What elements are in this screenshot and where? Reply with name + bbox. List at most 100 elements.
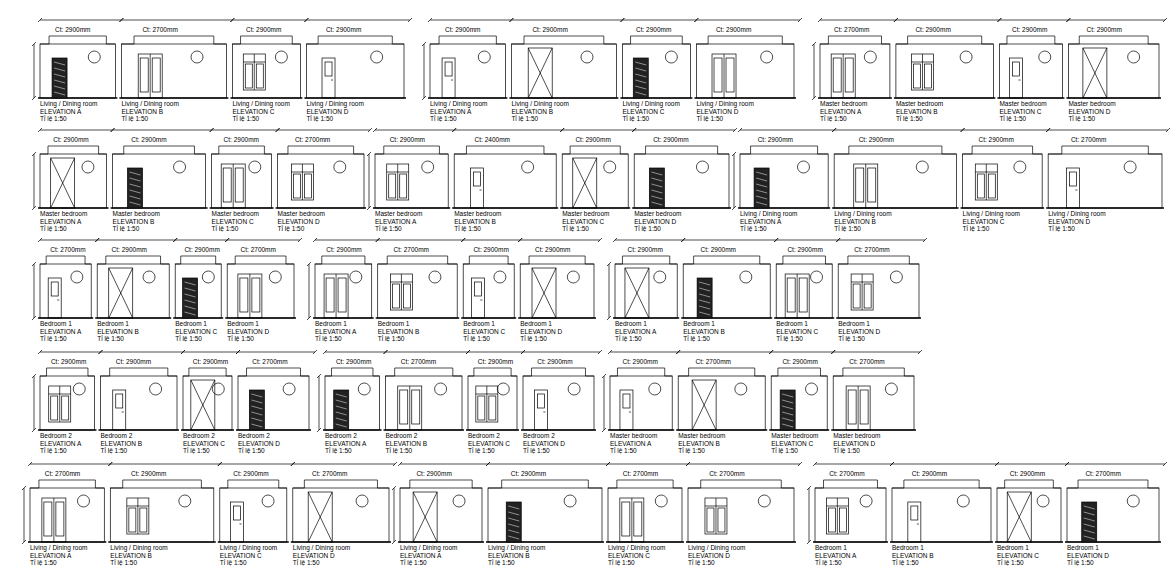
room-name: Living / Dining room [608,544,665,551]
room-name: Master bedroom [771,432,818,439]
door-hatch [251,424,262,427]
dimension-line [896,20,1000,21]
scale-note: Tỉ lệ 1:50 [622,115,649,122]
dimension-tick [1163,462,1167,466]
door-hatch [651,190,662,193]
ceiling-profile [523,368,594,376]
ceiling-profile [97,256,169,264]
glass-pane [726,58,734,92]
room-name: Bedroom 1 [378,320,410,327]
dimension-tick [894,18,898,22]
wardrobe-cross [625,268,649,318]
room-name: Bedroom 1 [520,320,552,327]
room-tag [735,383,747,395]
room-tag [82,161,94,173]
scale-note: Tỉ lệ 1:50 [688,559,715,566]
scale-note: Tỉ lệ 1:50 [220,559,247,566]
wall-outline [511,44,616,98]
door-hatch [756,172,767,175]
window-symbol [705,498,727,534]
glass-pane [860,390,868,424]
dimension-tick [307,262,311,266]
height-dimension [809,488,810,542]
scale-note: Tỉ lệ 1:50 [40,447,67,454]
ceiling-height: Ct: 2900mm [478,358,513,365]
ceiling-height: Ct: 2900mm [716,26,751,33]
floor-line [28,541,106,543]
room-name: Bedroom 1 [40,320,72,327]
door-panel [623,394,630,408]
wardrobe-cross [528,48,552,98]
door-symbol [908,502,921,542]
wardrobe-symbol [308,492,332,542]
dimension-line [610,352,678,353]
scale-note: Tỉ lệ 1:50 [815,559,842,566]
window-transom [975,172,997,173]
elevation-title: ELEVATION D [688,552,730,559]
door-hatch [508,512,519,515]
door-handle [480,300,482,301]
elevation-title: ELEVATION B [97,328,139,335]
floor-line [384,429,465,431]
elevation-title: ELEVATION C [608,552,650,559]
wall-outline [696,44,794,98]
dimension-tick [367,206,371,210]
door-hatch [1084,524,1095,527]
ceiling-profile [454,146,556,154]
elevation-title: ELEVATION B [121,108,163,115]
door-hatch [635,92,646,95]
ceiling-height: Ct: 2900mm [859,136,894,143]
dimension-tick [210,128,214,132]
wall-outline [110,488,214,542]
dimension-tick [323,350,327,354]
door-hatch [185,288,196,291]
door-hatch [651,172,662,175]
dimension-line [999,20,1068,21]
dimension-tick [1066,18,1070,22]
elevation-title: ELEVATION C [562,218,604,225]
scale-note: Tỉ lệ 1:50 [40,335,67,342]
door-hatch [508,530,519,533]
window-frame [245,64,252,88]
room-name: Living / Dining room [306,100,363,107]
door-symbol [442,58,455,98]
door-symbol [649,168,664,208]
dimension-tick [681,238,685,242]
room-tag [655,495,667,507]
dimension-tick [836,238,840,242]
dimension-tick [1065,462,1069,466]
room-tag [522,161,534,173]
door-symbol [1082,502,1097,542]
elevation [108,462,222,542]
dimension-tick [291,462,295,466]
dimension-line [212,130,278,131]
wall-outline [523,376,594,430]
room-tag [654,271,666,283]
wall-outline [820,44,890,98]
wall-outline [1048,154,1162,208]
dimension-tick [398,462,402,466]
door-symbol [48,278,61,318]
scale-note: Tỉ lệ 1:50 [315,335,342,342]
elevation [376,238,466,318]
elevation [173,238,229,318]
dimension-tick [686,462,690,466]
ceiling-profile [892,480,991,488]
room-name: Master bedroom [454,210,501,217]
room-tag [665,51,677,63]
scale-note: Tỉ lệ 1:50 [400,559,427,566]
door-panel [325,62,332,76]
window-symbol [975,164,997,200]
floor-line [686,541,796,543]
room-name: Master bedroom [212,210,259,217]
wall-outline [610,376,672,430]
wall-outline [678,376,765,430]
window-symbol [243,54,265,90]
scale-note: Tỉ lệ 1:50 [40,225,67,232]
scale-note: Tỉ lệ 1:50 [40,115,67,122]
ceiling-height: Ct: 2900mm [532,26,567,33]
dimension-tick [393,462,397,466]
scale-note: Tỉ lệ 1:50 [375,225,402,232]
dimension-tick [733,128,737,132]
ceiling-height: Ct: 2900mm [787,246,822,253]
